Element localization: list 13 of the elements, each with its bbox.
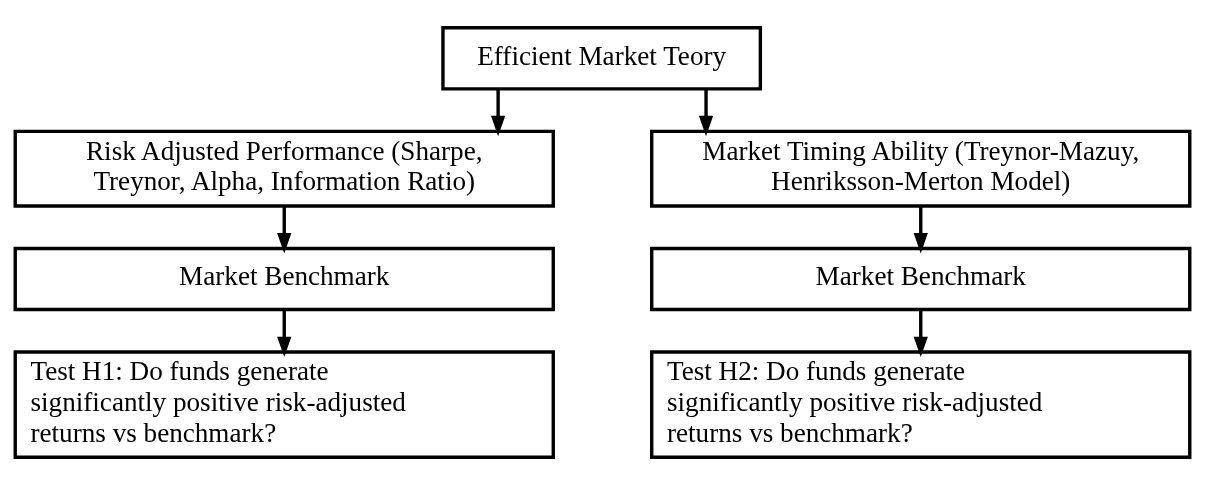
node-box: Market Benchmark — [650, 246, 1192, 311]
node-box: Test H2: Do funds generate significantly positive risk-adjusted returns vs benchmark? — [650, 349, 1192, 459]
node-box: Efficient Market Teory — [441, 25, 763, 91]
node-box: Market Benchmark — [13, 246, 555, 311]
arrow — [698, 88, 714, 136]
arrow — [490, 88, 506, 136]
arrow — [277, 205, 292, 253]
arrow — [913, 309, 928, 357]
arrow — [913, 205, 928, 253]
node-box: Risk Adjusted Performance (Sharpe, Treynor, Alpha, Information Ratio) — [13, 129, 555, 208]
arrow — [277, 309, 292, 357]
node-box: Market Timing Ability (Treynor-Mazuy, Henriksson-Merton Model) — [650, 129, 1192, 208]
node-box: Test H1: Do funds generate significantly positive risk-adjusted returns vs benchmark? — [13, 349, 555, 459]
